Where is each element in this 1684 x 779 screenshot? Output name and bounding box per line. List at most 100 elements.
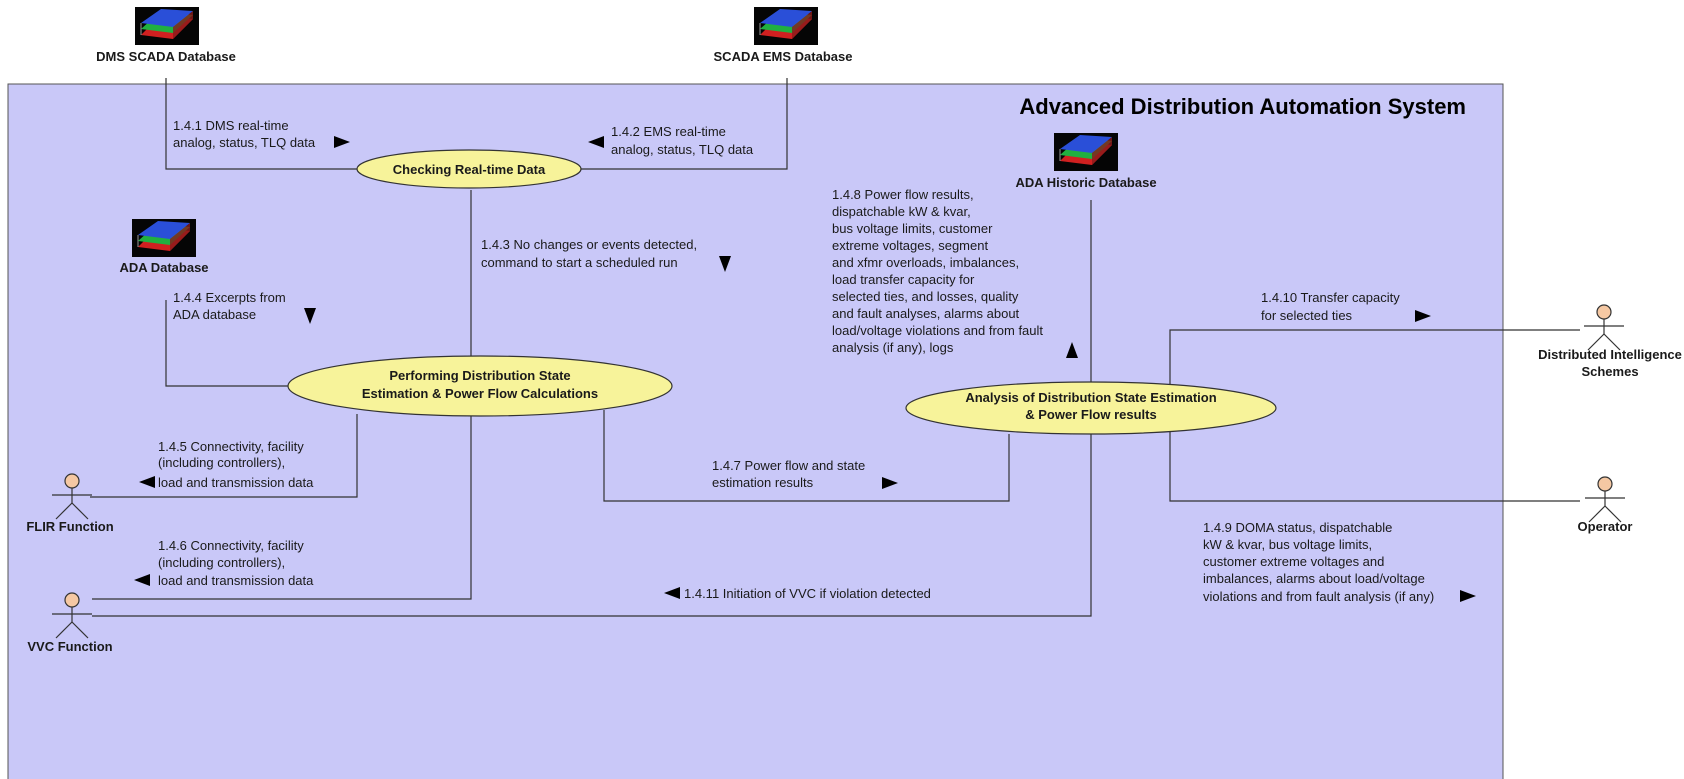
flow-146-line-3: load and transmission data bbox=[158, 573, 314, 588]
flow-1-4-11: 1.4.11 Initiation of VVC if violation de… bbox=[664, 586, 931, 601]
actor-icon bbox=[1583, 304, 1625, 351]
flow-148-line-2: dispatchable kW & kvar, bbox=[832, 204, 971, 219]
flow-149-line-3: customer extreme voltages and bbox=[1203, 554, 1384, 569]
flow-1410-line-1: 1.4.10 Transfer capacity bbox=[1261, 290, 1400, 305]
arrow-right-icon bbox=[882, 477, 898, 489]
flow-1-4-5: 1.4.5 Connectivity, facility (including … bbox=[139, 439, 314, 490]
flow-148-line-3: bus voltage limits, customer bbox=[832, 221, 993, 236]
flow-145-line-3: load and transmission data bbox=[158, 475, 314, 490]
line-dms-to-checking bbox=[165, 78, 360, 170]
flow-141-line-2: analog, status, TLQ data bbox=[173, 135, 316, 150]
system-title: Advanced Distribution Automation System bbox=[1019, 94, 1466, 119]
flow-148-line-9: load/voltage violations and from fault bbox=[832, 323, 1043, 338]
flow-148-line-5: and xfmr overloads, imbalances, bbox=[832, 255, 1019, 270]
arrow-left-icon bbox=[588, 136, 604, 148]
actor-distributed-intelligence[interactable]: Distributed Intelligence Schemes bbox=[1538, 304, 1682, 379]
flow-1411-line-1: 1.4.11 Initiation of VVC if violation de… bbox=[684, 586, 931, 601]
flow-143-line-2: command to start a scheduled run bbox=[481, 255, 678, 270]
flow-1-4-2: 1.4.2 EMS real-time analog, status, TLQ … bbox=[588, 124, 754, 157]
connectors bbox=[90, 78, 1580, 617]
arrow-left-icon bbox=[664, 587, 680, 599]
line-ada-to-performing bbox=[165, 300, 290, 387]
db-ada-historic[interactable]: ADA Historic Database bbox=[1015, 132, 1157, 190]
line-analysis-to-operator bbox=[1169, 425, 1580, 502]
db-scada-ems[interactable]: SCADA EMS Database bbox=[714, 6, 853, 64]
flow-1-4-8: 1.4.8 Power flow results, dispatchable k… bbox=[832, 187, 1078, 358]
line-performing-to-analysis bbox=[603, 410, 1010, 502]
arrow-right-icon bbox=[334, 136, 350, 148]
actor-vvc-label: VVC Function bbox=[27, 639, 112, 654]
flow-146-line-1: 1.4.6 Connectivity, facility bbox=[158, 538, 304, 553]
flow-1-4-1: 1.4.1 DMS real-time analog, status, TLQ … bbox=[173, 118, 350, 150]
actor-distributed-label-1: Distributed Intelligence bbox=[1538, 347, 1682, 362]
flow-143-line-1: 1.4.3 No changes or events detected, bbox=[481, 237, 697, 252]
actor-flir-label: FLIR Function bbox=[26, 519, 113, 534]
arrow-left-icon bbox=[134, 574, 150, 586]
flow-142-line-2: analog, status, TLQ data bbox=[611, 142, 754, 157]
flow-1-4-10: 1.4.10 Transfer capacity for selected ti… bbox=[1261, 290, 1431, 323]
arrow-down-icon bbox=[304, 308, 316, 324]
flow-149-line-1: 1.4.9 DOMA status, dispatchable bbox=[1203, 520, 1392, 535]
database-icon bbox=[134, 6, 200, 46]
flow-144-line-1: 1.4.4 Excerpts from bbox=[173, 290, 286, 305]
actor-icon bbox=[1584, 476, 1626, 523]
line-performing-to-flir bbox=[90, 414, 358, 498]
flow-1-4-3: 1.4.3 No changes or events detected, com… bbox=[481, 237, 731, 272]
usecase-performing-state-estimation[interactable]: Performing Distribution State Estimation… bbox=[287, 355, 673, 417]
line-ems-to-checking bbox=[578, 78, 788, 170]
usecase-performing-label-2: Estimation & Power Flow Calculations bbox=[362, 386, 598, 401]
flow-141-line-1: 1.4.1 DMS real-time bbox=[173, 118, 289, 133]
flow-145-line-2: (including controllers), bbox=[158, 455, 285, 470]
flow-148-line-4: extreme voltages, segment bbox=[832, 238, 988, 253]
flow-149-line-4: imbalances, alarms about load/voltage bbox=[1203, 571, 1425, 586]
flow-1-4-9: 1.4.9 DOMA status, dispatchable kW & kva… bbox=[1203, 520, 1476, 604]
actor-distributed-label-2: Schemes bbox=[1581, 364, 1638, 379]
arrow-down-icon bbox=[719, 256, 731, 272]
flow-1-4-7: 1.4.7 Power flow and state estimation re… bbox=[712, 458, 898, 490]
db-ada[interactable]: ADA Database bbox=[119, 218, 209, 275]
arrow-right-icon bbox=[1415, 310, 1431, 322]
flow-147-line-2: estimation results bbox=[712, 475, 814, 490]
usecase-checking-label: Checking Real-time Data bbox=[393, 162, 546, 177]
flow-1-4-6: 1.4.6 Connectivity, facility (including … bbox=[134, 538, 314, 588]
flow-148-line-10: analysis (if any), logs bbox=[832, 340, 954, 355]
db-scada-ems-label: SCADA EMS Database bbox=[714, 49, 853, 64]
flow-145-line-1: 1.4.5 Connectivity, facility bbox=[158, 439, 304, 454]
flow-148-line-7: selected ties, and losses, quality bbox=[832, 289, 1019, 304]
db-ada-historic-label: ADA Historic Database bbox=[1015, 175, 1156, 190]
system-boundary bbox=[7, 83, 1504, 779]
flow-149-line-5: violations and from fault analysis (if a… bbox=[1203, 589, 1434, 604]
usecase-analysis-label-1: Analysis of Distribution State Estimatio… bbox=[965, 390, 1216, 405]
arrow-up-icon bbox=[1066, 342, 1078, 358]
actor-operator[interactable]: Operator bbox=[1578, 476, 1633, 534]
database-icon bbox=[753, 6, 819, 46]
usecase-performing-label-1: Performing Distribution State bbox=[389, 368, 570, 383]
usecase-analysis-of-results[interactable]: Analysis of Distribution State Estimatio… bbox=[905, 381, 1277, 435]
flow-1410-line-2: for selected ties bbox=[1261, 308, 1353, 323]
line-analysis-to-distributed bbox=[1169, 329, 1580, 404]
database-icon bbox=[1053, 132, 1119, 172]
actor-vvc-function[interactable]: VVC Function bbox=[27, 592, 113, 654]
flow-144-line-2: ADA database bbox=[173, 307, 256, 322]
usecase-analysis-label-2: & Power Flow results bbox=[1025, 407, 1156, 422]
flow-149-line-2: kW & kvar, bus voltage limits, bbox=[1203, 537, 1372, 552]
arrow-left-icon bbox=[139, 476, 155, 488]
line-analysis-to-vvc bbox=[92, 432, 1092, 617]
flow-146-line-2: (including controllers), bbox=[158, 555, 285, 570]
flow-148-line-6: load transfer capacity for bbox=[832, 272, 975, 287]
database-icon bbox=[131, 218, 197, 258]
db-dms-scada-label: DMS SCADA Database bbox=[96, 49, 236, 64]
flow-148-line-1: 1.4.8 Power flow results, bbox=[832, 187, 974, 202]
flow-148-line-8: and fault analyses, alarms about bbox=[832, 306, 1020, 321]
arrow-right-icon bbox=[1460, 590, 1476, 602]
usecase-checking-real-time-data[interactable]: Checking Real-time Data bbox=[356, 149, 582, 189]
db-ada-label: ADA Database bbox=[119, 260, 208, 275]
db-dms-scada[interactable]: DMS SCADA Database bbox=[96, 6, 236, 64]
actor-flir-function[interactable]: FLIR Function bbox=[26, 473, 114, 534]
actor-operator-label: Operator bbox=[1578, 519, 1633, 534]
flow-147-line-1: 1.4.7 Power flow and state bbox=[712, 458, 865, 473]
flow-1-4-4: 1.4.4 Excerpts from ADA database bbox=[173, 290, 316, 324]
line-performing-to-vvc bbox=[92, 416, 472, 600]
flow-142-line-1: 1.4.2 EMS real-time bbox=[611, 124, 726, 139]
